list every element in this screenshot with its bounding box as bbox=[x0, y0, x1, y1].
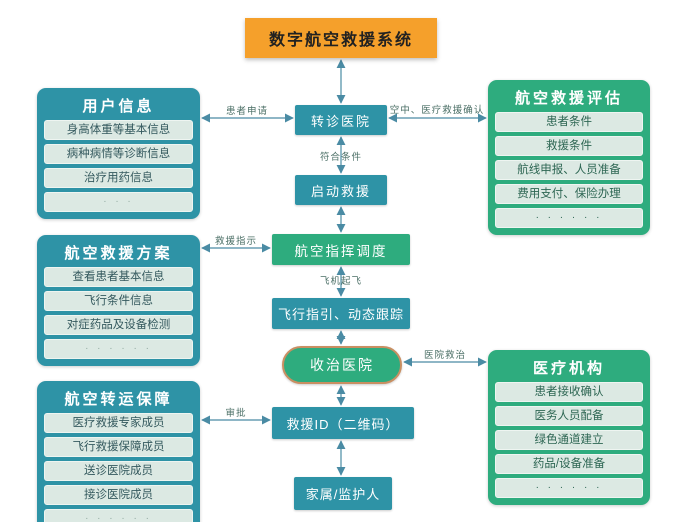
panel-item: 身高体重等基本信息 bbox=[44, 120, 193, 140]
panel-item: 患者条件 bbox=[495, 112, 643, 132]
panel-transfer-support: 航空转运保障 医疗救援专家成员 飞行救援保障成员 送诊医院成员 接诊医院成员 ·… bbox=[37, 381, 200, 522]
panel-item-ellipsis: · · · · · · bbox=[495, 208, 643, 228]
panel-item-ellipsis: · · · · · · bbox=[495, 478, 643, 498]
panel-header: 航空救援方案 bbox=[64, 245, 173, 262]
panel-header: 航空救援评估 bbox=[514, 90, 623, 107]
panel-item: 飞行条件信息 bbox=[44, 291, 193, 311]
diagram-title: 数字航空救援系统 bbox=[245, 18, 437, 58]
node-rescue-id: 救援ID（二维码） bbox=[272, 407, 414, 439]
panel-item: 绿色通道建立 bbox=[495, 430, 643, 450]
panel-user-info: 用户信息 身高体重等基本信息 病种病情等诊断信息 治疗用药信息 · · · bbox=[37, 88, 200, 219]
panel-item: 医务人员配备 bbox=[495, 406, 643, 426]
node-family-guardian: 家属/监护人 bbox=[294, 477, 392, 510]
edge-label-meet-condition: 符合条件 bbox=[319, 152, 363, 163]
panel-header: 用户信息 bbox=[82, 98, 155, 115]
node-flight-guidance: 飞行指引、动态跟踪 bbox=[272, 298, 410, 329]
panel-rescue-plan: 航空救援方案 查看患者基本信息 飞行条件信息 对症药品及设备检测 · · · ·… bbox=[37, 235, 200, 366]
panel-item: 对症药品及设备检测 bbox=[44, 315, 193, 335]
edge-label-air-medical-confirm: 空中、医疗救援确认 bbox=[389, 105, 485, 116]
panel-item: 治疗用药信息 bbox=[44, 168, 193, 188]
panel-item-ellipsis: · · · · · · bbox=[44, 339, 193, 359]
panel-item-ellipsis: · · · · · · bbox=[44, 509, 193, 522]
panel-item: 查看患者基本信息 bbox=[44, 267, 193, 287]
panel-item: 患者接收确认 bbox=[495, 382, 643, 402]
node-receiving-hospital: 收治医院 bbox=[282, 346, 402, 384]
panel-item: 费用支付、保险办理 bbox=[495, 184, 643, 204]
panel-item: 救援条件 bbox=[495, 136, 643, 156]
panel-header: 医疗机构 bbox=[532, 360, 605, 377]
panel-item: 送诊医院成员 bbox=[44, 461, 193, 481]
edge-label-approval: 审批 bbox=[225, 408, 247, 419]
panel-rescue-evaluation: 航空救援评估 患者条件 救援条件 航线申报、人员准备 费用支付、保险办理 · ·… bbox=[488, 80, 650, 235]
node-aviation-command: 航空指挥调度 bbox=[272, 234, 410, 265]
edge-label-patient-apply: 患者申请 bbox=[225, 106, 269, 117]
edge-label-hospital-treatment: 医院救治 bbox=[423, 350, 467, 361]
node-referral-hospital: 转诊医院 bbox=[295, 105, 387, 135]
panel-item: 病种病情等诊断信息 bbox=[44, 144, 193, 164]
panel-item: 飞行救援保障成员 bbox=[44, 437, 193, 457]
panel-item: 航线申报、人员准备 bbox=[495, 160, 643, 180]
panel-item: 医疗救援专家成员 bbox=[44, 413, 193, 433]
panel-item: 接诊医院成员 bbox=[44, 485, 193, 505]
panel-medical-institution: 医疗机构 患者接收确认 医务人员配备 绿色通道建立 药品/设备准备 · · · … bbox=[488, 350, 650, 505]
panel-header: 航空转运保障 bbox=[64, 391, 173, 408]
panel-item: 药品/设备准备 bbox=[495, 454, 643, 474]
edge-label-rescue-instruction: 救援指示 bbox=[214, 236, 258, 247]
edge-label-aircraft-takeoff: 飞机起飞 bbox=[319, 276, 363, 287]
node-start-rescue: 启动救援 bbox=[295, 175, 387, 205]
panel-item-ellipsis: · · · bbox=[44, 192, 193, 212]
